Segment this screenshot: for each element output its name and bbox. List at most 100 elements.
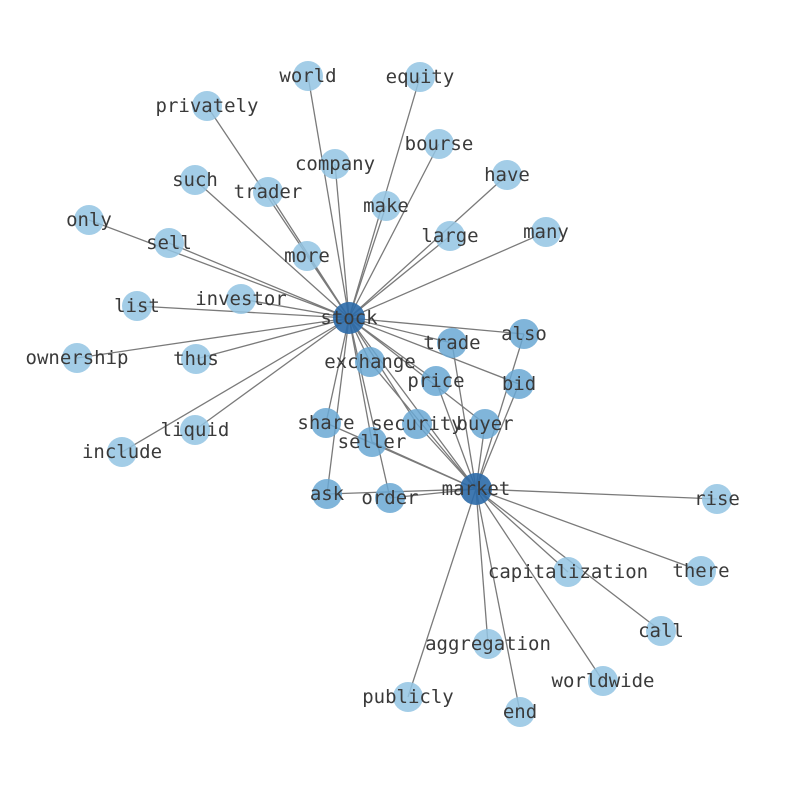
node-label-security: security	[371, 413, 463, 435]
node-label-list: list	[114, 295, 160, 317]
node-thus[interactable]	[181, 344, 211, 374]
node-label-capitalization: capitalization	[488, 561, 648, 583]
edge-stock-such	[194, 179, 350, 319]
node-trade[interactable]	[437, 328, 467, 358]
node-buyer[interactable]	[470, 409, 500, 439]
node-list[interactable]	[122, 291, 152, 321]
node-there[interactable]	[686, 556, 716, 586]
node-order[interactable]	[375, 483, 405, 513]
node-label-market: market	[442, 478, 511, 500]
node-label-seller: seller	[338, 431, 407, 453]
node-security[interactable]	[402, 409, 432, 439]
node-more[interactable]	[292, 241, 322, 271]
node-price[interactable]	[421, 366, 451, 396]
node-label-bourse: bourse	[405, 133, 474, 155]
node-trader[interactable]	[253, 177, 283, 207]
node-privately[interactable]	[192, 91, 222, 121]
node-call[interactable]	[646, 616, 676, 646]
node-make[interactable]	[371, 191, 401, 221]
node-world[interactable]	[293, 61, 323, 91]
node-worldwide[interactable]	[588, 666, 618, 696]
edge-stock-many	[348, 231, 547, 319]
node-ownership[interactable]	[62, 343, 92, 373]
node-label-share: share	[297, 412, 354, 434]
node-label-order: order	[361, 487, 418, 509]
node-equity[interactable]	[405, 62, 435, 92]
edge-stock-sell	[168, 242, 350, 319]
node-label-worldwide: worldwide	[552, 670, 655, 692]
node-label-exchange: exchange	[324, 351, 416, 373]
edge-market-there	[475, 488, 702, 572]
node-label-many: many	[523, 221, 569, 243]
edge-stock-security	[348, 317, 418, 425]
node-seller[interactable]	[357, 427, 387, 457]
edge-market-price	[435, 380, 477, 490]
node-label-include: include	[82, 441, 162, 463]
edge-stock-only	[88, 219, 350, 319]
node-large[interactable]	[435, 221, 465, 251]
node-label-more: more	[284, 245, 330, 267]
edge-market-publicly	[407, 488, 477, 698]
node-label-rise: rise	[694, 488, 740, 510]
node-aggregation[interactable]	[473, 629, 503, 659]
edge-stock-seller	[348, 317, 373, 443]
node-investor[interactable]	[226, 284, 256, 314]
edge-stock-have	[348, 174, 508, 319]
node-label-ownership: ownership	[26, 347, 129, 369]
node-company[interactable]	[320, 149, 350, 179]
edge-stock-world	[307, 75, 350, 319]
node-include[interactable]	[107, 437, 137, 467]
edge-stock-include	[121, 317, 350, 453]
edge-stock-order	[348, 317, 391, 499]
node-bourse[interactable]	[424, 129, 454, 159]
node-label-aggregation: aggregation	[425, 633, 551, 655]
node-label-also: also	[501, 323, 547, 345]
node-label-equity: equity	[386, 66, 455, 88]
edge-stock-bourse	[348, 143, 440, 319]
node-label-company: company	[295, 153, 375, 175]
node-ask[interactable]	[312, 479, 342, 509]
node-label-thus: thus	[173, 348, 219, 370]
edge-stock-share	[325, 317, 350, 424]
node-label-call: call	[638, 620, 684, 642]
edge-stock-thus	[195, 317, 350, 360]
node-market[interactable]	[460, 473, 492, 505]
node-publicly[interactable]	[393, 682, 423, 712]
edge-market-also	[475, 333, 525, 490]
node-only[interactable]	[74, 205, 104, 235]
edge-stock-make	[348, 205, 387, 319]
node-label-liquid: liquid	[161, 419, 230, 441]
node-rise[interactable]	[702, 484, 732, 514]
edge-stock-company	[334, 163, 350, 319]
node-label-trader: trader	[234, 181, 303, 203]
node-label-stock: stock	[320, 307, 378, 329]
node-label-publicly: publicly	[362, 686, 454, 708]
edge-stock-liquid	[194, 317, 350, 431]
node-bid[interactable]	[504, 369, 534, 399]
edge-market-rise	[475, 488, 718, 500]
node-label-make: make	[363, 195, 409, 217]
edge-stock-bid	[348, 317, 520, 385]
edge-market-end	[475, 488, 521, 713]
node-capitalization[interactable]	[553, 557, 583, 587]
node-label-only: only	[66, 209, 112, 231]
node-such[interactable]	[180, 165, 210, 195]
node-liquid[interactable]	[180, 415, 210, 445]
edge-market-worldwide	[475, 488, 604, 682]
node-share[interactable]	[311, 408, 341, 438]
node-layer	[62, 61, 732, 727]
node-many[interactable]	[531, 217, 561, 247]
node-also[interactable]	[509, 319, 539, 349]
node-label-bid: bid	[502, 373, 536, 395]
node-stock[interactable]	[333, 302, 365, 334]
node-have[interactable]	[492, 160, 522, 190]
node-label-have: have	[484, 164, 530, 186]
node-label-buyer: buyer	[456, 413, 513, 435]
edge-stock-ask	[326, 317, 350, 495]
node-sell[interactable]	[154, 228, 184, 258]
node-end[interactable]	[505, 697, 535, 727]
node-exchange[interactable]	[355, 347, 385, 377]
edge-stock-large	[348, 235, 451, 319]
node-label-sell: sell	[146, 232, 192, 254]
